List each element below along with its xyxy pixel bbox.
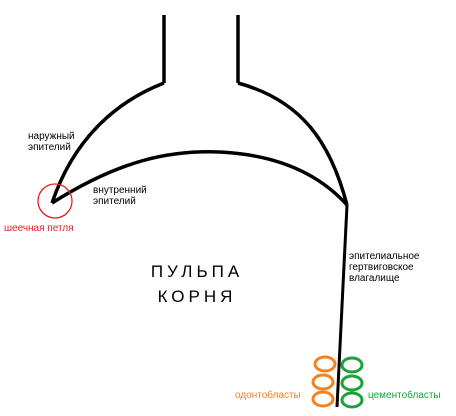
outer-epithelium-label: наружный эпителий <box>28 131 75 153</box>
cementoblast-cell <box>340 391 364 409</box>
cementoblasts-label: цементобласты <box>368 390 441 401</box>
odontoblast-cell <box>311 390 335 408</box>
cementoblast-cell <box>340 374 364 392</box>
outer-epithelium-right-curve <box>237 81 349 206</box>
hertwig-sheath-line <box>335 204 349 408</box>
cementoblast-cell <box>340 356 364 374</box>
inner-epithelium-curve <box>51 150 349 207</box>
root-pulp-title-line1: ПУЛЬПА <box>150 262 244 281</box>
odontoblast-cell <box>311 373 335 391</box>
outer-epithelium-left-curve <box>50 81 165 204</box>
root-pulp-title-line2: КОРНЯ <box>157 287 237 306</box>
hertwig-sheath-label: эпителиальное гертвиговское влагалище <box>349 251 420 284</box>
cervical-loop-circle <box>37 183 73 219</box>
inner-epithelium-label: внутренний эпителий <box>93 185 147 207</box>
odontoblasts-label: одонтобласты <box>235 390 301 401</box>
odontoblast-cell <box>313 355 337 373</box>
cervical-loop-label: шеечная петля <box>4 223 74 234</box>
